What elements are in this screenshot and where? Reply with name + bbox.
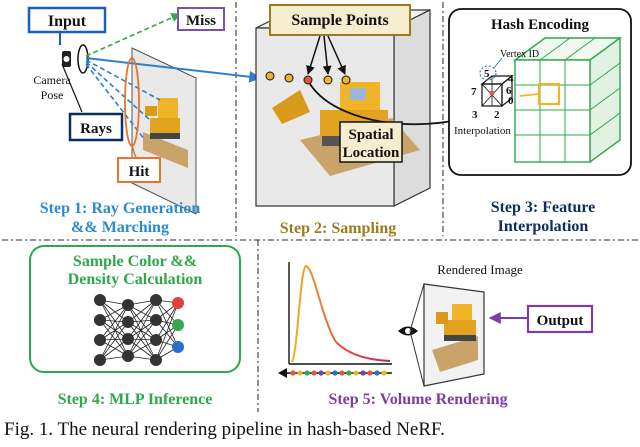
- sample-points-label: Sample Points: [291, 12, 388, 29]
- vertex-6: 6: [506, 85, 512, 97]
- figure-caption: Fig. 1. The neural rendering pipeline in…: [4, 419, 445, 440]
- interpolation-cube: [480, 74, 514, 108]
- step4-title: Step 4: MLP Inference: [58, 391, 213, 408]
- step1-title-line2: && Marching: [71, 219, 169, 236]
- ray-4: [85, 63, 146, 141]
- camera-icon: [62, 44, 89, 74]
- mlp-box-line2: Density Calculation: [68, 271, 203, 288]
- rendered-bulldozer: [432, 304, 478, 372]
- sample-point-2: [284, 73, 294, 83]
- interpolation-label: Interpolation: [454, 125, 511, 137]
- rays-pointer: [61, 63, 83, 113]
- output-box: [526, 304, 594, 334]
- miss-ray: [85, 13, 181, 57]
- step5-title: Step 5: Volume Rendering: [328, 391, 507, 408]
- sample-point-5: [341, 75, 351, 85]
- density-plot: [288, 262, 392, 365]
- sample-point-3: [303, 75, 313, 85]
- ray-2: [85, 59, 161, 101]
- camera-label-line1: Camera: [33, 73, 71, 87]
- spatial-location-box: [339, 121, 403, 163]
- camera-label-line2: Pose: [41, 88, 64, 102]
- output-label: Output: [537, 313, 584, 329]
- hash-encoding-title: Hash Encoding: [491, 17, 589, 33]
- vertex-0: 0: [508, 95, 514, 107]
- spatial-line1: Spatial: [348, 127, 393, 143]
- input-label: Input: [48, 13, 87, 30]
- step3-group: Hash Encoding: [448, 8, 632, 235]
- vertex-5: 5: [484, 68, 490, 80]
- vertex-2: 2: [494, 109, 500, 121]
- step1-title-line1: Step 1: Ray Generation: [40, 200, 201, 217]
- pipeline-figure: Input Camera Pose Miss: [2, 2, 638, 412]
- hit-label: Hit: [129, 164, 150, 180]
- main-ray: [85, 57, 262, 83]
- density-curve: [291, 264, 391, 363]
- vertex-id-label: Vertex ID: [500, 49, 539, 60]
- miss-box: [177, 7, 225, 31]
- bulldozer-thumbnail: [143, 98, 188, 168]
- cube-side: [393, 9, 431, 207]
- step3-title-line1: Step 3: Feature: [491, 199, 596, 216]
- spatial-line2: Location: [343, 145, 400, 161]
- ray-3: [85, 61, 151, 121]
- step2-group: Sample Points Spatial Location Step 2: S…: [255, 4, 521, 237]
- rays-box: [68, 112, 124, 142]
- vertex-3: 3: [472, 109, 478, 121]
- step2-title: Step 2: Sampling: [280, 220, 396, 237]
- rendered-image-label: Rendered Image: [437, 262, 523, 277]
- mlp-box-line1: Sample Color &&: [73, 253, 197, 270]
- vertex-4: 4: [508, 73, 514, 85]
- vertex-7: 7: [471, 86, 477, 98]
- step1-group: Input Camera Pose Miss: [27, 6, 262, 236]
- sample-ray-line: [278, 368, 392, 378]
- neural-network-icon: [94, 294, 184, 366]
- sample-point-4: [323, 75, 333, 85]
- hash-grid-cube: [512, 36, 623, 164]
- step4-group: Sample Color && Density Calculation: [29, 245, 241, 408]
- step5-group: Rendered Image Output Step 5: Volume Ren…: [278, 262, 594, 408]
- vertex-id-marker: [479, 65, 497, 81]
- eye-icon: [398, 326, 418, 336]
- rays-label: Rays: [80, 121, 112, 137]
- input-box: [27, 6, 107, 34]
- sample-point-1: [265, 71, 275, 81]
- miss-label: Miss: [186, 13, 216, 29]
- hit-box: [117, 157, 161, 183]
- step3-title-line2: Interpolation: [498, 218, 589, 235]
- sample-points-box: [269, 4, 411, 36]
